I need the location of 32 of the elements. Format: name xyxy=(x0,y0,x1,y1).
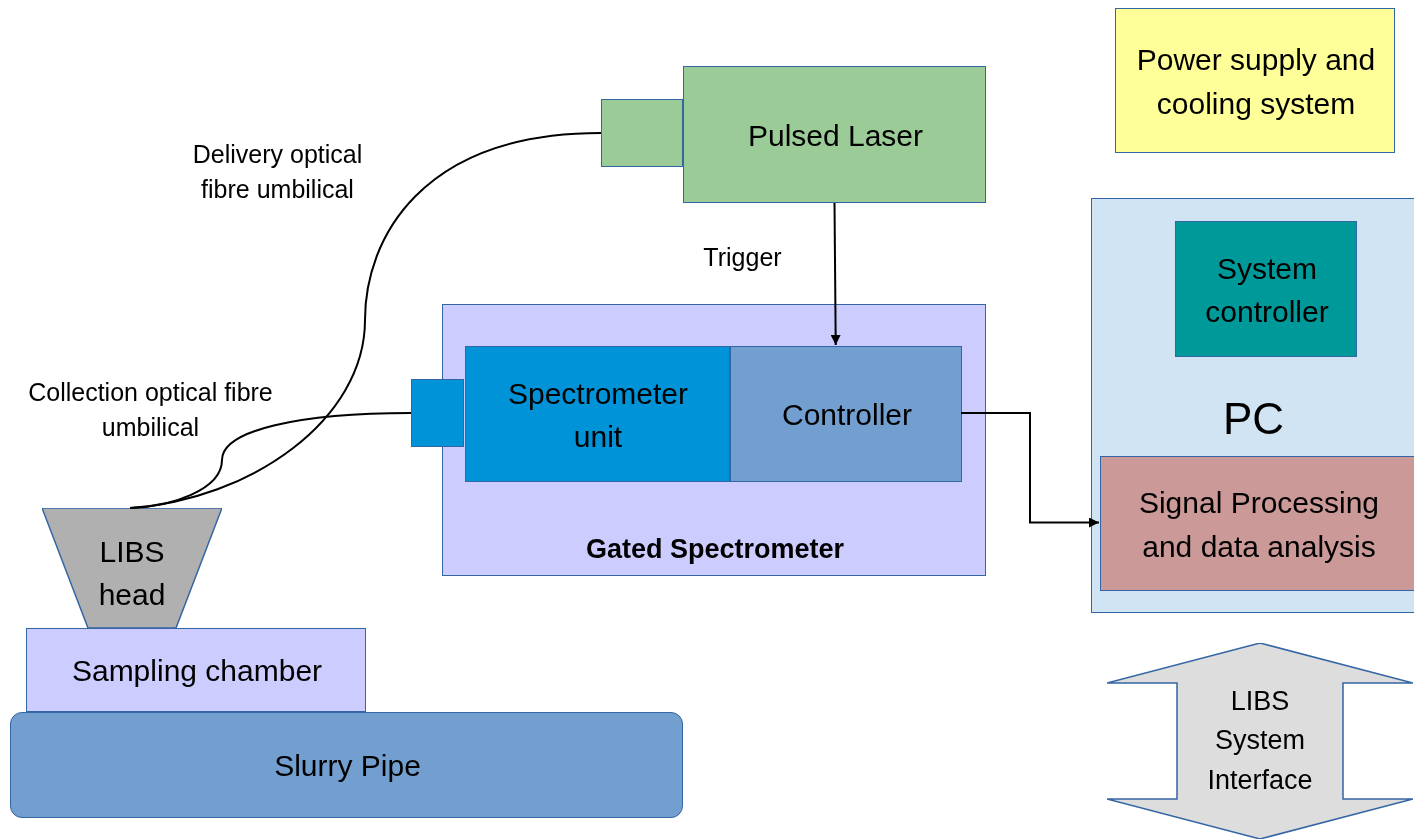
edge-label: Trigger xyxy=(702,242,783,273)
fibre-cable xyxy=(129,412,412,509)
spectrometer-panel xyxy=(442,304,986,576)
laser-port-box xyxy=(601,99,683,167)
signal-processing-box xyxy=(1100,456,1414,591)
spectrometer-port-box xyxy=(411,379,464,447)
node-label: Power supply and cooling system xyxy=(1135,42,1377,122)
node-label: Slurry Pipe xyxy=(273,748,422,785)
node-label: Signal Processing and data analysis xyxy=(1137,485,1381,565)
panel-heading: Gated Spectrometer xyxy=(584,533,846,567)
spectrometer-unit-box xyxy=(465,346,730,482)
arrow xyxy=(960,412,1100,528)
node-label: LIBS System Interface xyxy=(1206,685,1314,797)
node-label: Sampling chamber xyxy=(70,653,324,690)
controller-box xyxy=(730,346,962,482)
double-arrow-shape xyxy=(1107,643,1413,839)
system-controller-box xyxy=(1175,221,1357,357)
laser-box xyxy=(683,66,986,203)
node-label: Spectrometer unit xyxy=(506,375,690,455)
panel-heading: PC xyxy=(1221,393,1286,446)
slurry-pipe xyxy=(10,712,683,818)
node-label: LIBS head xyxy=(97,533,167,613)
sampling-chamber-box xyxy=(26,628,366,712)
node-label: System controller xyxy=(1204,250,1330,330)
pc-panel xyxy=(1091,198,1414,613)
node-label: Pulsed Laser xyxy=(746,117,925,154)
arrow xyxy=(830,202,841,346)
edge-label: Collection optical fibre umbilical xyxy=(28,377,273,443)
edge-label: Delivery optical fibre umbilical xyxy=(191,139,364,205)
node-label: Controller xyxy=(780,397,914,434)
power-supply-box xyxy=(1115,8,1395,153)
libs-head-funnel xyxy=(42,508,222,628)
